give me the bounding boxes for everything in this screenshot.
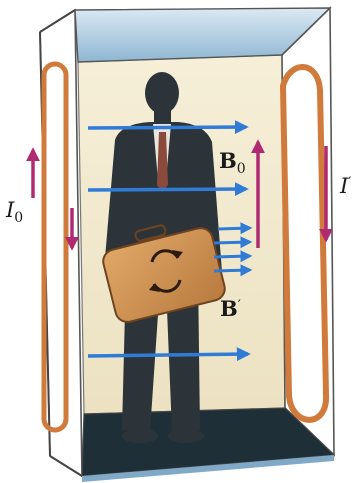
label-bprime-prime: ′	[238, 298, 241, 314]
bprime-arrow-2	[214, 242, 250, 243]
label-bprime: B′	[220, 298, 241, 320]
label-iprime-prime: ′	[348, 175, 351, 191]
bprime-arrow-3	[214, 256, 250, 257]
label-b0-main: B	[219, 148, 237, 173]
b0-arrow-3	[88, 354, 248, 356]
label-b0-sub: 0	[237, 161, 246, 177]
label-i0-sub: 0	[14, 210, 23, 226]
label-bprime-main: B	[220, 296, 238, 321]
bprime-arrow-4	[214, 270, 250, 271]
bprime-arrow-1	[218, 228, 250, 229]
label-b0: B0	[219, 150, 246, 176]
b0-arrow-2	[88, 189, 246, 190]
b0-arrow-1	[88, 127, 246, 128]
label-i0: I0	[6, 200, 23, 225]
label-iprime: I′	[340, 176, 351, 197]
